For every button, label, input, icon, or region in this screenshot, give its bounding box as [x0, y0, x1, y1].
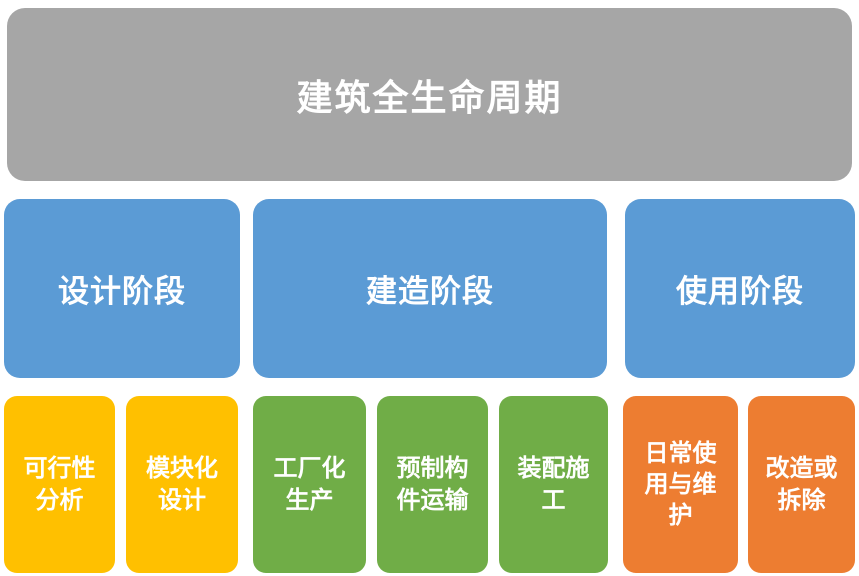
step-box-assembly-construction: 装配施 工	[499, 396, 608, 573]
step-renovate-or-demolish-label: 改造或 拆除	[765, 455, 838, 514]
phase-box-use: 使用阶段	[625, 199, 855, 378]
step-box-feasibility-analysis: 可行性 分析	[4, 396, 115, 573]
step-factory-production-label: 工厂化 生产	[273, 455, 346, 514]
phase-box-design: 设计阶段	[4, 199, 240, 378]
lifecycle-title-box: 建筑全生命周期	[7, 8, 852, 181]
phase-box-construction: 建造阶段	[253, 199, 607, 378]
step-feasibility-analysis-label: 可行性 分析	[23, 455, 96, 514]
step-assembly-construction-label: 装配施 工	[517, 455, 590, 514]
lifecycle-title-label: 建筑全生命周期	[296, 76, 563, 118]
step-box-modular-design: 模块化 设计	[126, 396, 238, 573]
step-daily-use-maintenance-label: 日常使 用与维 护	[644, 439, 717, 530]
step-box-renovate-or-demolish: 改造或 拆除	[748, 396, 855, 573]
step-modular-design-label: 模块化 设计	[146, 455, 218, 514]
step-prefab-component-transport-label: 预制构 件运输	[396, 455, 469, 514]
step-box-factory-production: 工厂化 生产	[253, 396, 366, 573]
phase-design-label: 设计阶段	[58, 274, 186, 309]
step-box-daily-use-maintenance: 日常使 用与维 护	[623, 396, 738, 573]
phase-use-label: 使用阶段	[676, 274, 804, 309]
step-box-prefab-component-transport: 预制构 件运输	[377, 396, 488, 573]
phase-construction-label: 建造阶段	[366, 274, 494, 309]
